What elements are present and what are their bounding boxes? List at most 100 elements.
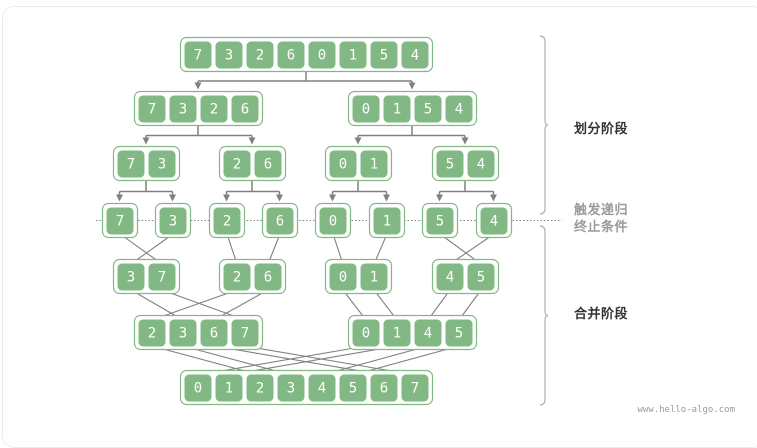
array-cell [466,149,496,179]
cell-value: 3 [179,102,187,118]
array-cell [212,206,242,236]
array-cell [444,318,474,348]
array-cell [276,40,306,70]
cell-value: 7 [241,326,249,342]
array-cell [147,149,177,179]
array-cell [359,149,389,179]
cell-value: 3 [179,326,187,342]
cell-value: 1 [393,326,401,342]
array-cell [168,94,198,124]
cell-value: 6 [287,48,295,64]
array-cell [105,206,135,236]
array-cell [230,318,260,348]
cell-value: 1 [370,157,378,173]
stage-braces [539,35,549,406]
array-cell [372,206,402,236]
cell-value: 1 [370,270,378,286]
cell-value: 2 [256,48,264,64]
array-cell [214,40,244,70]
cell-value: 4 [455,102,463,118]
array-cell [222,262,252,292]
array-cell [400,40,430,70]
array-cell [230,94,260,124]
array-cell [338,373,368,403]
array-cell [382,94,412,124]
array-cell [222,149,252,179]
array-cell [245,373,275,403]
array-cell [479,206,509,236]
array-cell [183,373,213,403]
cell-value: 2 [223,214,231,230]
divide-stage-brace [539,35,549,215]
array-cell [466,262,496,292]
cell-value: 2 [210,102,218,118]
cell-value: 6 [210,326,218,342]
array-cell [328,262,358,292]
cell-value: 5 [380,48,388,64]
termination-label-line1: 触发递归 [574,203,629,218]
divide-stage-label: 划分阶段 [574,122,629,137]
cell-value: 1 [393,102,401,118]
cell-value: 4 [411,48,419,64]
array-cell [359,262,389,292]
cell-value: 7 [127,157,135,173]
cell-value: 6 [241,102,249,118]
array-cell [328,149,358,179]
array-cell [147,262,177,292]
watermark: www.hello-algo.com [637,405,735,415]
cell-value: 5 [446,157,454,173]
array-cell [338,40,368,70]
cell-value: 5 [477,270,485,286]
cell-value: 3 [287,381,295,397]
array-cell [168,318,198,348]
cell-value: 5 [424,102,432,118]
array-cell [369,373,399,403]
cell-value: 5 [349,381,357,397]
cell-value: 0 [318,48,326,64]
cell-value: 7 [194,48,202,64]
array-cell [253,262,283,292]
array-cell [413,94,443,124]
array-cell [116,149,146,179]
cell-value: 5 [455,326,463,342]
cell-value: 4 [477,157,485,173]
array-cell [351,94,381,124]
array-cell [435,262,465,292]
cell-value: 1 [349,48,357,64]
cell-value: 6 [276,214,284,230]
array-cell [369,40,399,70]
cell-value: 0 [362,102,370,118]
cell-value: 7 [148,102,156,118]
array-cell [137,318,167,348]
cell-value: 6 [380,381,388,397]
cell-value: 3 [127,270,135,286]
cell-value: 3 [225,48,233,64]
cell-value: 7 [116,214,124,230]
array-cell [116,262,146,292]
array-cell [199,318,229,348]
array-cell [307,40,337,70]
array-cell [400,373,430,403]
cell-value: 0 [362,326,370,342]
cell-value: 0 [194,381,202,397]
cell-value: 3 [158,157,166,173]
array-cell [425,206,455,236]
array-cell [214,373,244,403]
cell-value: 1 [383,214,391,230]
array-cell [199,94,229,124]
array-cell [351,318,381,348]
array-cell [183,40,213,70]
array-cell [318,206,348,236]
array-cell [137,94,167,124]
cell-value: 4 [490,214,498,230]
array-cell [435,149,465,179]
cell-value: 0 [339,157,347,173]
merge-stage-label: 合并阶段 [574,307,629,322]
array-cell [276,373,306,403]
merge-stage-brace [539,225,549,406]
cell-value: 4 [446,270,454,286]
termination-label-line2: 终止条件 [574,220,629,235]
cell-value: 2 [148,326,156,342]
